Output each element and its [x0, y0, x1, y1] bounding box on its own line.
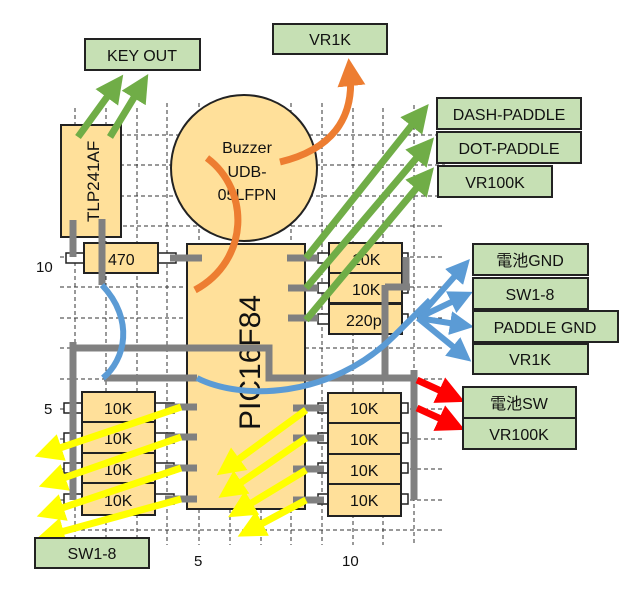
orange-arrows: [193, 58, 366, 294]
chip-label: PIC16F84: [234, 295, 267, 430]
external-connection-labels: KEY OUT VR1K DASH-PADDLE DOT-PADDLE VR10…: [34, 23, 619, 569]
label-battery-gnd[interactable]: [472, 243, 589, 276]
label-key-out-text: KEY OUT: [107, 48, 177, 65]
yellow-arrows: [34, 403, 309, 545]
label-vr100k-right[interactable]: [462, 417, 577, 450]
green-arrows: [75, 74, 435, 323]
label-vr1k-right[interactable]: [472, 343, 589, 375]
buzzer-label-line1: Buzzer: [222, 140, 272, 157]
grid-label-row-10: 10: [36, 259, 53, 276]
right-resistor-bank: 10K 10K 10K 10K: [317, 392, 409, 517]
label-dot-paddle[interactable]: [436, 131, 582, 164]
buzzer-label-line3: 05LFPN: [218, 187, 277, 204]
resistor-right-3-label: 10K: [350, 463, 379, 480]
resistor-right-3[interactable]: [327, 453, 402, 485]
grid-label-col-10: 10: [342, 553, 359, 570]
label-vr1k-top[interactable]: [272, 23, 388, 55]
label-sw1-8-right-text: SW1-8: [506, 287, 555, 304]
label-battery-gnd-text: 電池GND: [496, 252, 564, 270]
resistor-right-2-label: 10K: [350, 432, 379, 449]
red-arrows: [415, 376, 465, 431]
label-paddle-gnd-text: PADDLE GND: [494, 320, 597, 337]
grid-label-col-5: 5: [194, 553, 202, 570]
label-dot-paddle-text: DOT-PADDLE: [458, 141, 559, 158]
resistor-470-label: 470: [108, 252, 135, 269]
optocoupler-tlp241af[interactable]: [60, 124, 122, 238]
resistor-left-2-label: 10K: [104, 431, 133, 448]
resistor-left-1-label: 10K: [104, 401, 133, 418]
left-resistor-bank: 10K 10K 10K 10K: [63, 391, 175, 516]
label-vr1k-right-text: VR1K: [509, 352, 551, 369]
label-sw1-8-bottom-text: SW1-8: [68, 546, 117, 563]
buzzer-label-line2: UDB-: [227, 164, 266, 181]
capacitor-top-3[interactable]: [328, 303, 403, 335]
grid-label-row-5: 5: [44, 401, 52, 418]
buzzer-udb-05lfpn[interactable]: [170, 94, 318, 242]
blue-arrows: [99, 258, 474, 395]
label-vr100k-top-text: VR100K: [465, 175, 525, 192]
label-dash-paddle-text: DASH-PADDLE: [453, 107, 566, 124]
resistor-right-4[interactable]: [327, 483, 402, 517]
label-vr100k-right-text: VR100K: [489, 427, 549, 444]
resistor-right-4-label: 10K: [350, 493, 379, 510]
label-vr100k-top[interactable]: [437, 165, 553, 198]
label-paddle-gnd[interactable]: [472, 310, 619, 343]
resistor-470[interactable]: [83, 242, 159, 274]
resistor-top-2-label: 10K: [352, 282, 381, 299]
label-key-out[interactable]: [84, 38, 201, 71]
label-sw1-8-right[interactable]: [472, 277, 589, 310]
resistor-right-1-label: 10K: [350, 401, 379, 418]
jumper-wires: [69, 219, 418, 504]
resistor-left-4-label: 10K: [104, 493, 133, 510]
label-battery-sw-text: 電池SW: [490, 395, 549, 413]
capacitor-top-3-label: 220p: [346, 313, 382, 330]
resistor-right-1[interactable]: [327, 392, 402, 424]
label-sw1-8-bottom[interactable]: [34, 537, 150, 569]
optocoupler-label: TLP241AF: [84, 141, 103, 222]
label-vr1k-top-text: VR1K: [309, 32, 351, 49]
resistor-left-3-label: 10K: [104, 462, 133, 479]
label-dash-paddle[interactable]: [436, 97, 582, 130]
